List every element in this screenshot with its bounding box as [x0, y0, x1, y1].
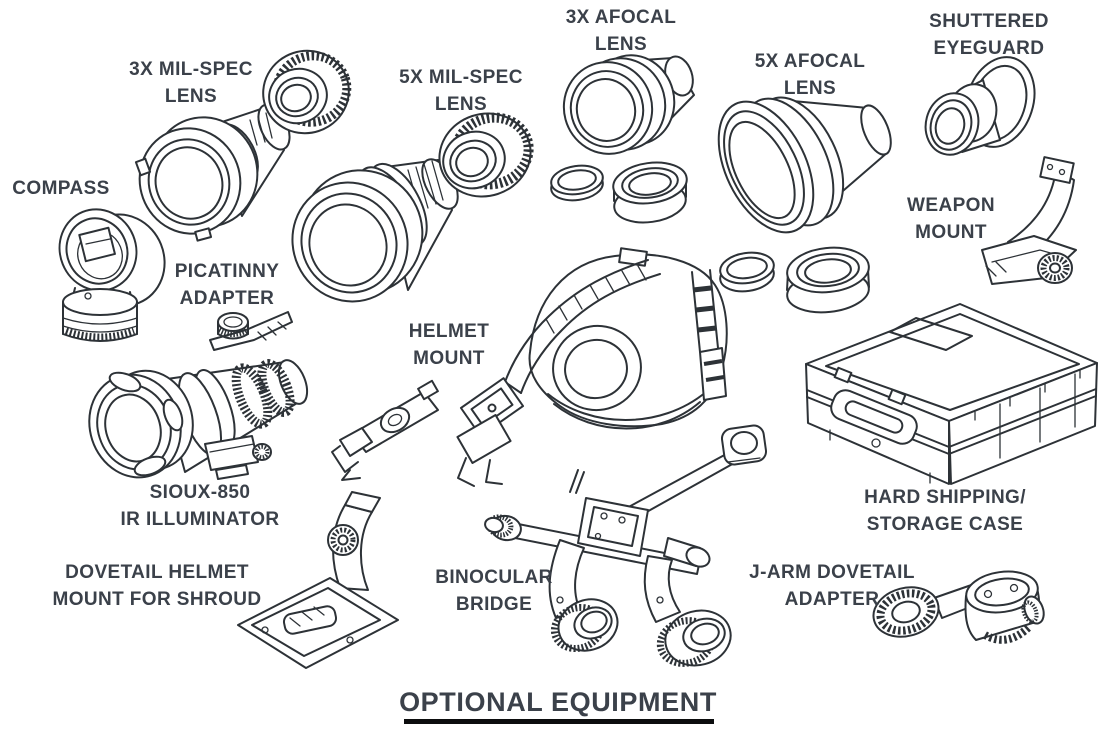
label-j-arm-dovetail-adapter: J-ARM DOVETAIL ADAPTER — [749, 562, 915, 610]
5x-mil-spec-lens-drawing — [291, 112, 534, 303]
shuttered-eyeguard-drawing — [924, 56, 1036, 156]
3x-mil-spec-lens-drawing — [134, 49, 352, 242]
label-sioux-850-ir-illuminator: SIOUX-850 IR ILLUMINATOR — [120, 482, 280, 530]
label-picatinny-adapter: PICATINNY ADAPTER — [174, 261, 280, 309]
label-5x-mil-spec-lens: 5X MIL-SPEC LENS — [399, 67, 523, 115]
label-3x-afocal-lens: 3X AFOCAL LENS — [565, 7, 677, 55]
label-5x-afocal-lens: 5X AFOCAL LENS — [754, 51, 866, 99]
helmet-mount-drawing — [331, 247, 728, 487]
weapon-mount-drawing — [981, 156, 1077, 285]
j-arm-dovetail-adapter-drawing — [872, 570, 1045, 644]
label-hard-shipping-storage-case: HARD SHIPPING/ STORAGE CASE — [864, 487, 1026, 535]
label-binocular-bridge: BINOCULAR BRIDGE — [435, 567, 553, 615]
label-compass: COMPASS — [12, 178, 110, 199]
label-helmet-mount: HELMET MOUNT — [408, 321, 490, 369]
hard-shipping-storage-case-drawing — [805, 303, 1098, 485]
dovetail-helmet-mount-drawing — [237, 491, 399, 669]
sioux-850-ir-illuminator-drawing — [88, 359, 309, 480]
3x-afocal-lens-drawing — [550, 54, 695, 224]
label-weapon-mount: WEAPON MOUNT — [907, 195, 995, 243]
label-3x-mil-spec-lens: 3X MIL-SPEC LENS — [129, 59, 253, 107]
picatinny-adapter-drawing — [209, 311, 293, 351]
5x-afocal-lens-drawing — [717, 96, 892, 314]
title-underline — [404, 719, 714, 724]
binocular-bridge-drawing — [484, 424, 768, 667]
label-shuttered-eyeguard: SHUTTERED EYEGUARD — [929, 11, 1049, 59]
label-dovetail-helmet-mount: DOVETAIL HELMET MOUNT FOR SHROUD — [52, 562, 262, 610]
compass-drawing — [58, 208, 166, 342]
diagram-title: OPTIONAL EQUIPMENT — [399, 687, 717, 717]
